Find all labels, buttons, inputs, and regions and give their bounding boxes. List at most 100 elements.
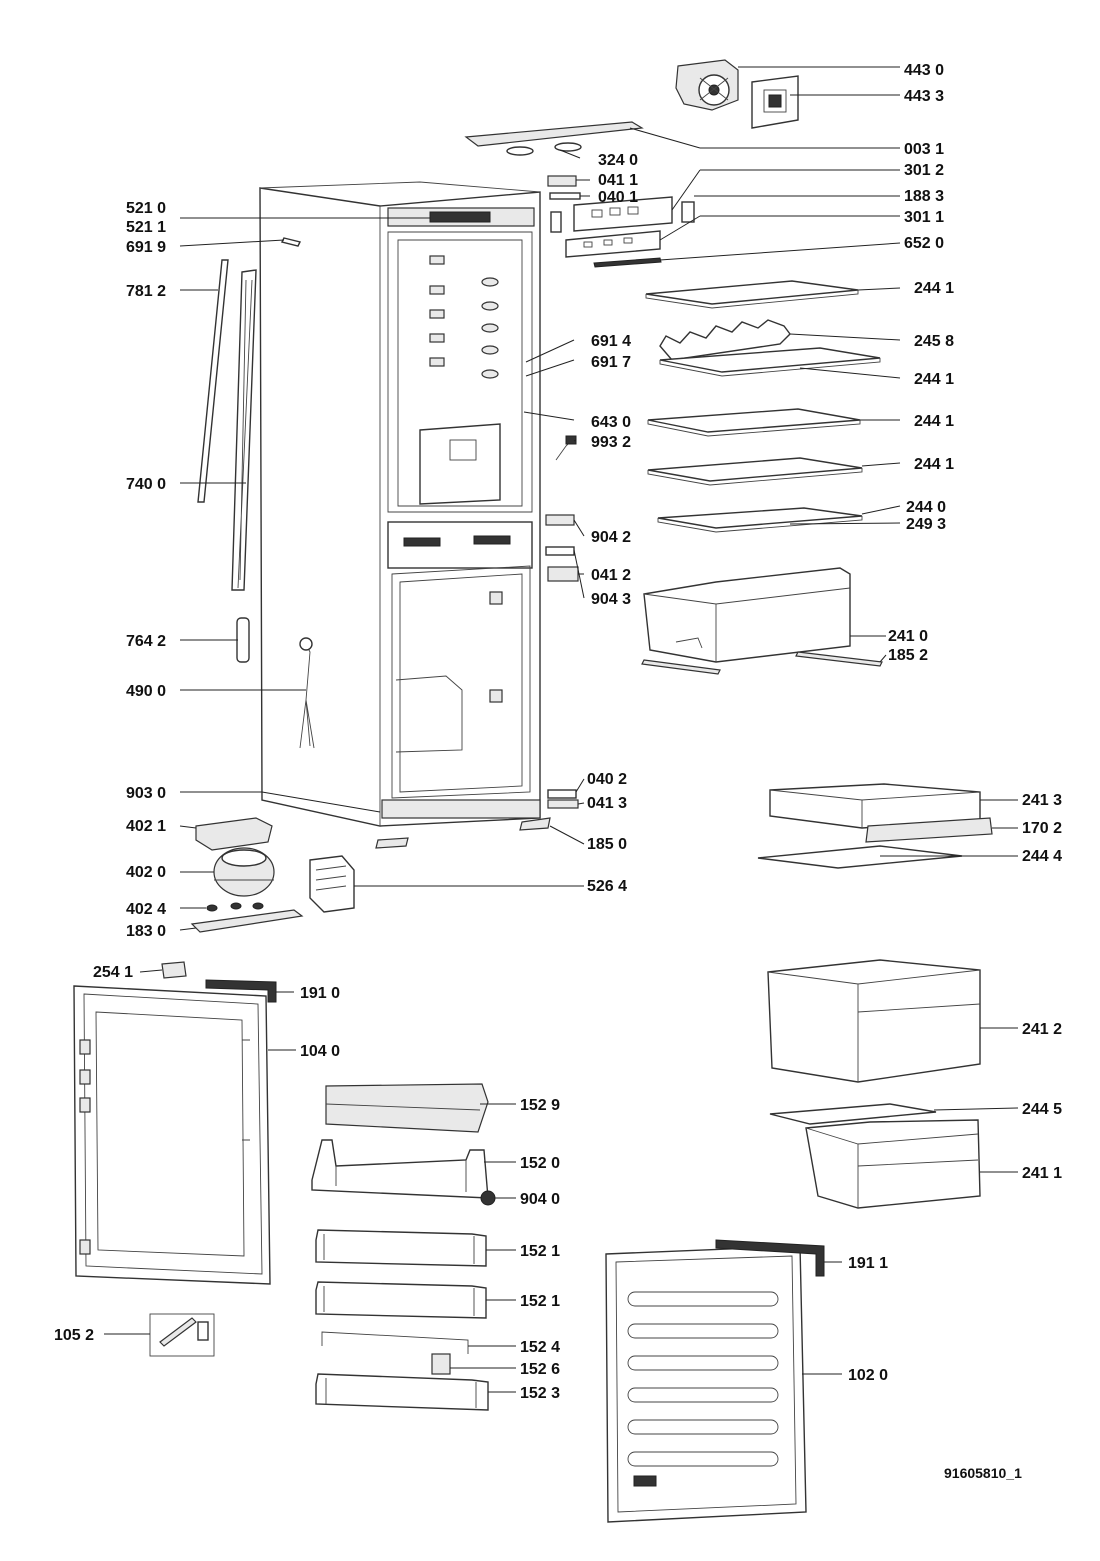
door-shelf-top <box>311 1139 489 1199</box>
callout-label: 003 1 <box>904 141 944 158</box>
leveling-foot-a <box>375 837 409 849</box>
evaporation-tray <box>195 817 273 851</box>
diagram-id: 91605810_1 <box>944 1465 1022 1481</box>
leader-lines <box>104 66 1019 1393</box>
callout-label: 490 0 <box>126 683 166 700</box>
callout-label: 244 5 <box>1022 1101 1062 1118</box>
callout-label: 041 2 <box>591 567 631 584</box>
freezer-glass-plate-lower <box>769 1103 937 1125</box>
freezer-glass-plate <box>757 845 963 869</box>
fan-cover-plate <box>751 75 799 129</box>
callout-label: 904 2 <box>591 529 631 546</box>
callout-label: 643 0 <box>591 414 631 431</box>
callout-label: 402 4 <box>126 901 166 918</box>
door-shelf-bottom <box>315 1373 489 1411</box>
crisper-cover-glass <box>657 507 863 533</box>
callout-label: 191 0 <box>300 985 340 1002</box>
door-shelf-cover <box>325 1083 489 1133</box>
callout-label: 152 4 <box>520 1339 560 1356</box>
hinge-bracket-mid <box>547 566 579 582</box>
callout-label: 324 0 <box>598 152 638 169</box>
drawer-rail-left <box>641 659 721 675</box>
glass-shelf-2 <box>659 347 881 377</box>
callout-label: 041 3 <box>587 795 627 812</box>
callout-label: 191 1 <box>848 1255 888 1272</box>
side-cap-left <box>550 211 562 233</box>
drain-tube <box>197 259 229 503</box>
starter-relay-box <box>309 855 355 913</box>
crisper-drawer <box>643 567 851 663</box>
callout-label: 691 4 <box>591 333 631 350</box>
callout-label: 781 2 <box>126 283 166 300</box>
compressor <box>213 847 275 897</box>
top-seal-disk-a <box>506 146 534 156</box>
callout-label: 241 3 <box>1022 792 1062 809</box>
callout-label: 241 0 <box>888 628 928 645</box>
callout-labels: 443 0 443 3 003 1 324 0 041 1 040 1 301 … <box>54 62 1062 1481</box>
freezer-drawer-shallow <box>769 783 981 829</box>
hinge-pin-top <box>549 192 581 200</box>
freezer-door <box>605 1245 807 1523</box>
callout-label: 402 1 <box>126 818 166 835</box>
leveling-foot-b <box>519 817 551 831</box>
callout-label: 170 2 <box>1022 820 1062 837</box>
fan-motor-unit <box>675 59 739 111</box>
control-panel-front <box>573 196 673 232</box>
freezer-drawer-large <box>767 959 981 1083</box>
dryer-filter <box>236 617 250 663</box>
door-stop-block <box>161 961 187 979</box>
divider-clip-b <box>545 546 575 556</box>
callout-label: 249 3 <box>906 516 946 533</box>
callout-label: 152 0 <box>520 1155 560 1172</box>
rubber-grommets <box>206 902 264 912</box>
callout-label: 152 1 <box>520 1243 560 1260</box>
callout-label: 301 2 <box>904 162 944 179</box>
callout-label: 521 0 <box>126 200 166 217</box>
led-light-strip <box>593 257 662 268</box>
top-seal-disk-b <box>554 142 582 152</box>
refrigerator-cabinet <box>259 181 541 827</box>
callout-label: 740 0 <box>126 476 166 493</box>
fridge-door-gasket <box>205 979 277 1003</box>
hinge-bracket-top <box>547 175 577 187</box>
bottle-retainer-rail <box>321 1331 469 1354</box>
freezer-door-gasket <box>715 1239 825 1277</box>
control-panel-rear <box>565 230 661 258</box>
wine-rack <box>659 319 791 361</box>
callout-label: 152 6 <box>520 1361 560 1378</box>
hinge-bracket-lower-a <box>547 789 577 799</box>
callout-label: 105 2 <box>54 1327 94 1344</box>
callout-label: 104 0 <box>300 1043 340 1060</box>
callout-label: 185 0 <box>587 836 627 853</box>
callout-label: 244 1 <box>914 456 954 473</box>
callout-label: 254 1 <box>93 964 133 981</box>
callout-label: 183 0 <box>126 923 166 940</box>
part-drawings <box>73 59 993 1523</box>
hinge-kit-box <box>149 1313 215 1357</box>
callout-label: 764 2 <box>126 633 166 650</box>
callout-label: 244 1 <box>914 371 954 388</box>
callout-label: 188 3 <box>904 188 944 205</box>
glass-shelf-4 <box>647 457 863 486</box>
top-cover-panel <box>464 121 644 147</box>
compressor-base-plate <box>190 909 304 933</box>
callout-label: 244 4 <box>1022 848 1062 865</box>
callout-label: 443 3 <box>904 88 944 105</box>
callout-label: 244 0 <box>906 499 946 516</box>
callout-label: 244 1 <box>914 413 954 430</box>
condenser-coil <box>231 269 257 591</box>
glass-shelf-3 <box>647 408 861 437</box>
callout-label: 040 1 <box>598 189 638 206</box>
drawer-rail-right <box>795 651 883 667</box>
callout-label: 652 0 <box>904 235 944 252</box>
divider-clip-a <box>545 514 575 526</box>
callout-label: 185 2 <box>888 647 928 664</box>
callout-label: 993 2 <box>591 434 631 451</box>
callout-label: 903 0 <box>126 785 166 802</box>
callout-label: 102 0 <box>848 1367 888 1384</box>
hinge-bracket-lower-b <box>547 799 579 809</box>
drain-plug <box>280 237 302 247</box>
glass-shelf-1 <box>645 280 859 309</box>
callout-label: 245 8 <box>914 333 954 350</box>
